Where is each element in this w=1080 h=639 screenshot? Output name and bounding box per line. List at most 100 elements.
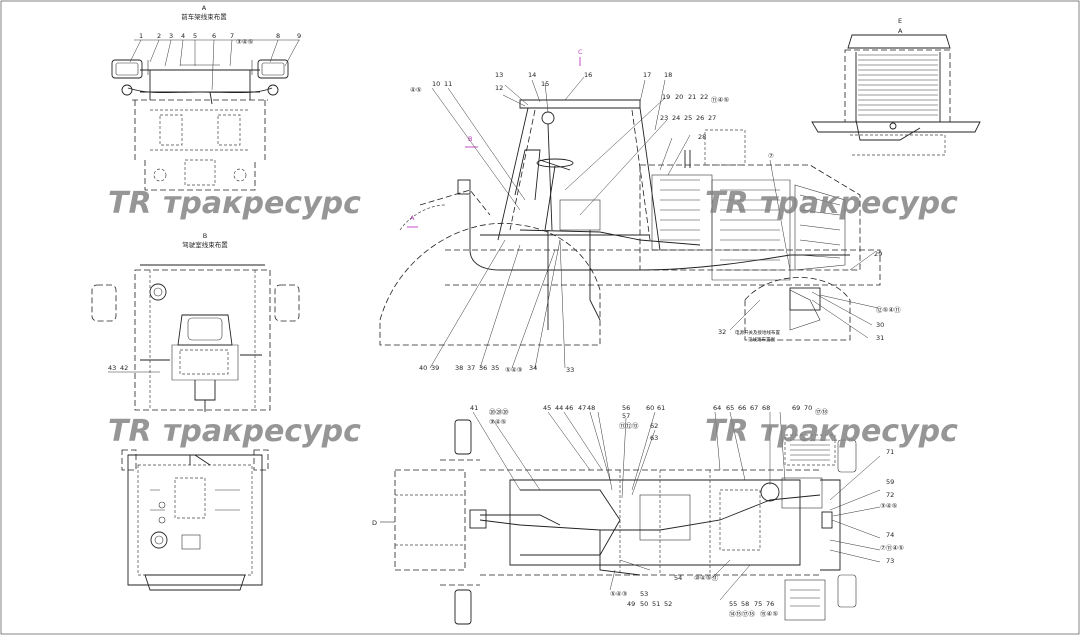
circle-group: ⑭⑮⑰⑱ <box>729 610 756 618</box>
callout: 21 <box>688 93 696 101</box>
callout: 50 <box>640 600 648 608</box>
callout: 48 <box>587 404 595 412</box>
callout: 58 <box>741 600 749 608</box>
watermark-text: тракресурс <box>163 186 361 221</box>
view-e-letter: E <box>898 17 902 25</box>
callout: 2 <box>157 32 161 40</box>
callout: 35 <box>491 364 499 372</box>
callout: 43 <box>108 364 116 372</box>
callout: 24 <box>672 114 680 122</box>
callout: 31 <box>876 334 884 342</box>
circle-group: ⑤④③ <box>505 366 523 374</box>
view-e: E A <box>811 17 981 156</box>
side-label-b: B <box>468 135 472 143</box>
callout: 51 <box>652 600 660 608</box>
watermark-logo: TR <box>705 414 749 449</box>
callout: 20 <box>675 93 683 101</box>
callout: 74 <box>886 531 894 539</box>
callout: 41 <box>470 404 478 412</box>
callout: 7 <box>230 32 234 40</box>
view-a: A 前车架线束布置 1 2 3 4 5 6 7 8 9 <box>111 4 301 191</box>
callout: 71 <box>886 448 894 456</box>
callout: 14 <box>528 71 536 79</box>
note-text-2: 见线路布置图 <box>748 336 775 343</box>
callout: 18 <box>664 71 672 79</box>
callout: 1 <box>139 32 143 40</box>
callout: 19 <box>662 93 670 101</box>
note-text-1: 电源开关及接地线布置 <box>735 329 780 336</box>
circle-group: ⑦⑪④⑤ <box>880 544 904 552</box>
callout: 9 <box>297 32 301 40</box>
callout: 45 <box>543 404 551 412</box>
callout: 68 <box>762 404 770 412</box>
callout: 15 <box>541 80 549 88</box>
callout: 23 <box>660 114 668 122</box>
watermark-text: тракресурс <box>163 414 361 449</box>
view-b: B 驾驶室线束布置 43 42 <box>91 232 300 412</box>
callout: 37 <box>467 364 475 372</box>
view-a-letter: A <box>202 4 207 12</box>
callout: 27 <box>708 114 716 122</box>
callout: 62 <box>650 422 658 430</box>
circle-group: ⑰⑱ <box>815 408 829 416</box>
callout: 36 <box>479 364 487 372</box>
callout: 52 <box>664 600 672 608</box>
callout: 49 <box>627 600 635 608</box>
callout: 8 <box>276 32 280 40</box>
view-d-letter: D <box>372 519 377 527</box>
callout: 69 <box>792 404 800 412</box>
callout: 40 <box>419 364 427 372</box>
watermark-logo: TR <box>108 186 152 221</box>
callout: 53 <box>640 590 648 598</box>
callout: 16 <box>584 71 592 79</box>
callout: 39 <box>431 364 439 372</box>
callout: 28 <box>698 133 706 141</box>
callout: 76 <box>766 600 774 608</box>
view-c-letter: C <box>578 48 583 56</box>
view-a-ref: A <box>898 27 903 35</box>
circle-group: ③④⑤ <box>236 38 254 46</box>
callout: 13 <box>495 71 503 79</box>
callout: 26 <box>696 114 704 122</box>
callout: 30 <box>876 321 884 329</box>
view-b-letter: B <box>203 232 207 240</box>
circle-group: ⑳⑳⑳ <box>489 408 509 416</box>
circle-marker: ⑦ <box>768 152 774 160</box>
callout: 5 <box>193 32 197 40</box>
watermark-text: тракресурс <box>760 414 958 449</box>
side-label-a: A <box>410 214 415 222</box>
callout: 55 <box>729 600 737 608</box>
circle-group: ⑮④⑤ <box>760 610 778 618</box>
circle-group: ⑩④⑤⑪ <box>694 574 718 582</box>
callout: 22 <box>700 93 708 101</box>
watermarks: TR тракресурс TR тракресурс TR тракресур… <box>108 186 958 449</box>
callout: 70 <box>804 404 812 412</box>
callout: 56 <box>622 404 630 412</box>
callout: 34 <box>529 364 537 372</box>
callout: 42 <box>120 364 128 372</box>
circle-group: ⑫⑤④⑪ <box>876 306 901 314</box>
circle-group: ④⑤ <box>410 86 422 94</box>
callout: 60 <box>646 404 654 412</box>
view-a-callouts: 1 2 3 4 5 6 7 8 9 ③④⑤ <box>139 32 301 46</box>
circle-group: ③④⑤ <box>880 502 898 510</box>
callout: 6 <box>212 32 216 40</box>
callout: 38 <box>455 364 463 372</box>
watermark-text: тракресурс <box>760 186 958 221</box>
callout: 75 <box>754 600 762 608</box>
callout: 12 <box>495 84 503 92</box>
callout: 64 <box>713 404 721 412</box>
view-cab-floor <box>121 449 269 591</box>
callout: 57 <box>622 412 630 420</box>
view-a-title: 前车架线束布置 <box>181 12 227 21</box>
bottom-plan-view: D 41 ⑳⑳⑳ <box>372 404 904 625</box>
callout: 32 <box>718 328 726 336</box>
side-callouts: ④⑤ 10 11 12 13 14 15 16 17 18 19 20 21 2… <box>410 71 901 374</box>
callout: 33 <box>566 366 574 374</box>
callout: 59 <box>886 478 894 486</box>
callout: 66 <box>738 404 746 412</box>
callout: 65 <box>726 404 734 412</box>
watermark-logo: TR <box>108 414 152 449</box>
callout: 25 <box>684 114 692 122</box>
